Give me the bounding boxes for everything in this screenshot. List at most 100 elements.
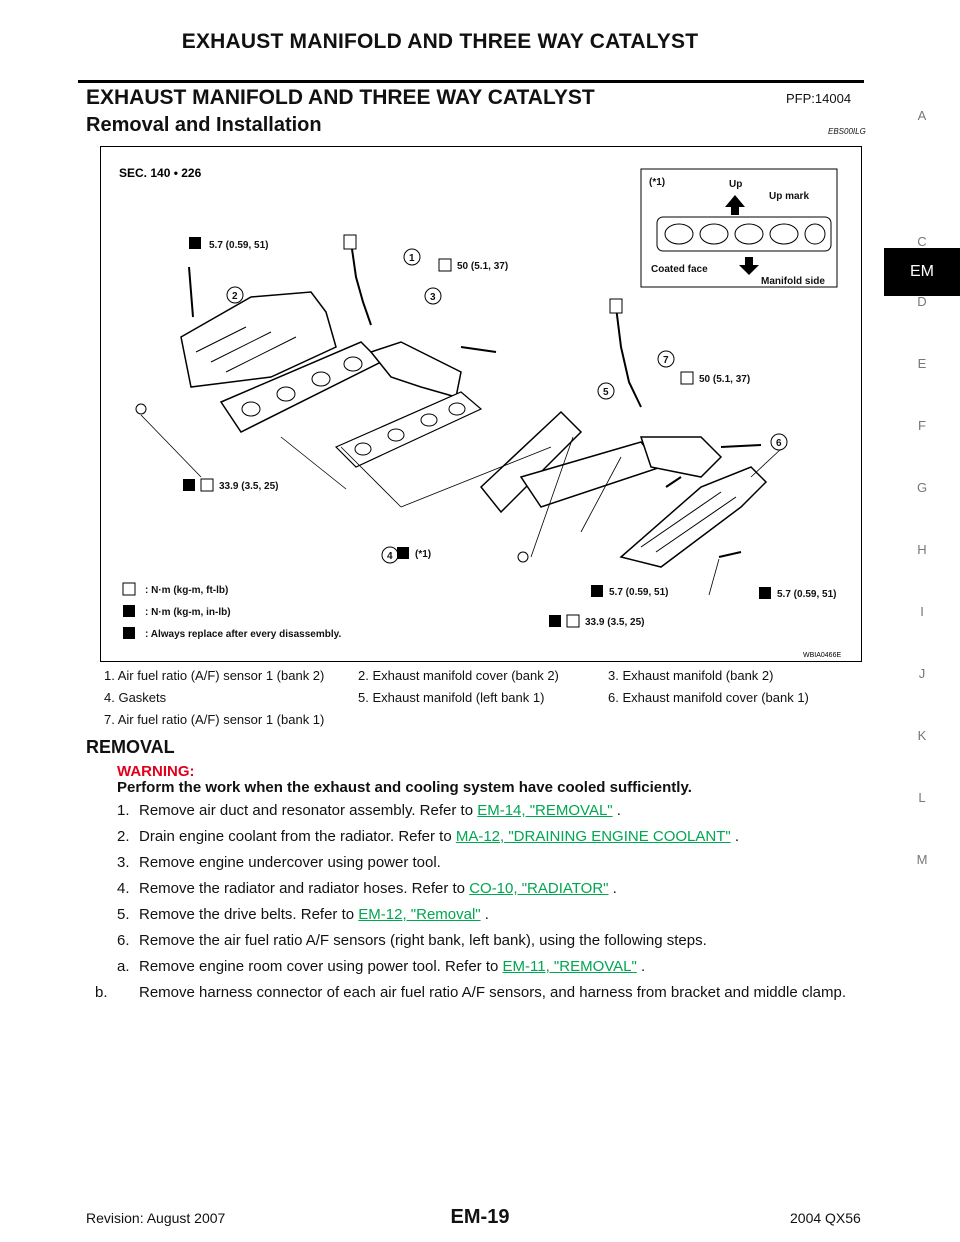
step-text: Remove air duct and resonator assembly. … (139, 802, 478, 819)
callout-6: 6 (770, 433, 788, 451)
step-number: 1. (117, 802, 130, 819)
svg-text:: N·m (kg-m, in-lb): : N·m (kg-m, in-lb) (145, 607, 231, 618)
running-header: EXHAUST MANIFOLD AND THREE WAY CATALYST (181, 30, 699, 53)
index-tab-d[interactable]: D (917, 294, 927, 309)
removal-step: a.Remove engine room cover using power t… (117, 957, 860, 977)
inset-up: Up (729, 179, 742, 190)
symbol-key: : N·m (kg-m, ft-lb) : N·m (kg-m, in-lb) … (122, 582, 341, 640)
gasket-bank2 (334, 391, 483, 468)
step-number: 3. (117, 854, 130, 871)
gasket-inset: (*1) Up Up mark Coated face Manifold sid… (640, 168, 838, 288)
warning-text: Perform the work when the exhaust and co… (117, 779, 692, 796)
removal-step: 2. Drain engine coolant from the radiator… (117, 827, 860, 847)
removal-step: 4.Remove the radiator and radiator hoses… (117, 879, 860, 899)
removal-step: 6.Remove the air fuel ratio A/F sensors … (117, 931, 860, 951)
svg-text:(*1): (*1) (415, 549, 431, 560)
svg-text:5.7 (0.59, 51): 5.7 (0.59, 51) (609, 587, 668, 598)
footer-model: 2004 QX56 (790, 1210, 861, 1226)
manifold-cover-bank2 (180, 291, 337, 388)
svg-text:: N·m (kg-m, ft-lb): : N·m (kg-m, ft-lb) (145, 585, 228, 596)
torque-label-4: 33.9 (3.5, 25) (183, 478, 278, 492)
sec-label: SEC. 140 • 226 (119, 166, 202, 180)
index-tab-h[interactable]: H (917, 542, 927, 557)
svg-text:1: 1 (409, 253, 415, 264)
manifold-cover-bank1 (619, 466, 768, 568)
step-number: 2. (117, 828, 130, 845)
down-arrow-icon (739, 257, 759, 275)
step-text: Remove the radiator and radiator hoses. … (139, 880, 470, 897)
index-tab-a[interactable]: A (917, 108, 927, 123)
step-number: b. (95, 984, 108, 1001)
af-sensor-bank1 (615, 306, 642, 408)
legend-item: 3. Exhaust manifold (bank 2) (608, 668, 774, 683)
inset-up-mark: Up mark (769, 191, 809, 202)
svg-text:33.9 (3.5, 25): 33.9 (3.5, 25) (219, 481, 278, 492)
step-suffix: . (730, 828, 740, 845)
svg-text:3: 3 (430, 292, 436, 303)
cross-reference-link[interactable]: EM-14, "REMOVAL" (477, 802, 613, 819)
step-text: Remove harness connector of each air fue… (139, 984, 847, 1001)
svg-text:5.7 (0.59, 51): 5.7 (0.59, 51) (777, 589, 836, 600)
index-tab-em[interactable]: EM (884, 248, 960, 296)
svg-text:: Always replace after every d: : Always replace after every disassembly… (145, 629, 341, 640)
cross-reference-link[interactable]: MA-12, "DRAINING ENGINE COOLANT" (455, 828, 731, 845)
exploded-diagram: SEC. 140 • 226 (*1) Up Up mark Coated fa… (100, 146, 862, 662)
svg-text:4: 4 (387, 551, 393, 562)
catalyst-bank1 (639, 436, 723, 478)
torque-label-1: 5.7 (0.59, 51) (189, 237, 268, 251)
gasket-replace-note: (*1) (397, 547, 431, 560)
torque-label-3: 50 (5.1, 37) (680, 371, 750, 385)
callout-1: 1 (403, 248, 421, 266)
index-tab-i[interactable]: I (920, 604, 924, 619)
index-tab-j[interactable]: J (918, 666, 926, 681)
catalyst-bank2 (369, 341, 462, 398)
index-tab-c[interactable]: C (917, 234, 927, 249)
index-tab-l[interactable]: L (918, 790, 926, 805)
af-sensor-bank2 (350, 241, 372, 326)
callout-5: 5 (597, 382, 615, 400)
callout-2: 2 (226, 286, 244, 304)
step-text: Remove the drive belts. Refer to (139, 906, 359, 923)
cross-reference-link[interactable]: CO-10, "RADIATOR" (469, 880, 609, 897)
exhaust-manifold-bank1 (479, 410, 583, 514)
step-text: Remove engine undercover using power too… (139, 854, 441, 871)
svg-text:50 (5.1, 37): 50 (5.1, 37) (457, 261, 508, 272)
index-tab-k[interactable]: K (917, 728, 927, 743)
pfp-code: PFP:14004 (786, 91, 852, 106)
svg-text:5.7 (0.59, 51): 5.7 (0.59, 51) (209, 240, 268, 251)
index-tab-f[interactable]: F (918, 418, 926, 433)
removal-step: b. Remove harness connector of each air f… (95, 983, 882, 1003)
step-number: 5. (117, 906, 130, 923)
inset-coated-face: Coated face (651, 264, 708, 275)
legend-item: 7. Air fuel ratio (A/F) sensor 1 (bank 1… (104, 712, 325, 727)
index-tab-g[interactable]: G (916, 480, 928, 495)
torque-label-6: 5.7 (0.59, 51) (759, 587, 836, 600)
subsection-title: Removal and Installation (86, 114, 322, 136)
removal-step: 5. Remove the drive belts. Refer to EM-12… (117, 905, 860, 925)
step-suffix: . (612, 802, 621, 819)
removal-heading: REMOVAL (86, 737, 175, 757)
legend-item: 6. Exhaust manifold cover (bank 1) (608, 690, 809, 705)
cross-reference-link[interactable]: EM-11, "REMOVAL" (502, 958, 637, 975)
figure-code: WBIA0466E (803, 652, 841, 659)
svg-text:5: 5 (603, 387, 609, 398)
index-tab-e[interactable]: E (917, 356, 927, 371)
cross-reference-link[interactable]: EM-12, "Removal" (358, 906, 481, 923)
step-suffix: . (608, 880, 617, 897)
svg-text:7: 7 (663, 355, 669, 366)
svg-text:6: 6 (776, 438, 782, 449)
footer-page-number: EM-19 (450, 1206, 510, 1228)
header-rule (78, 80, 864, 83)
step-suffix: . (480, 906, 489, 923)
callout-4: 4 (381, 546, 399, 564)
inset-label: (*1) (649, 177, 665, 188)
up-arrow-icon (725, 195, 745, 215)
inset-manifold-side: Manifold side (761, 276, 825, 287)
index-tab-m[interactable]: M (916, 852, 928, 867)
step-suffix: . (636, 958, 646, 975)
torque-label-5: 5.7 (0.59, 51) (591, 585, 668, 598)
torque-label-7: 33.9 (3.5, 25) (549, 614, 644, 628)
step-text: Drain engine coolant from the radiator. … (139, 828, 456, 845)
legend-item: 5. Exhaust manifold (left bank 1) (358, 690, 545, 705)
removal-step: 3. Remove engine undercover using power t… (117, 853, 860, 873)
